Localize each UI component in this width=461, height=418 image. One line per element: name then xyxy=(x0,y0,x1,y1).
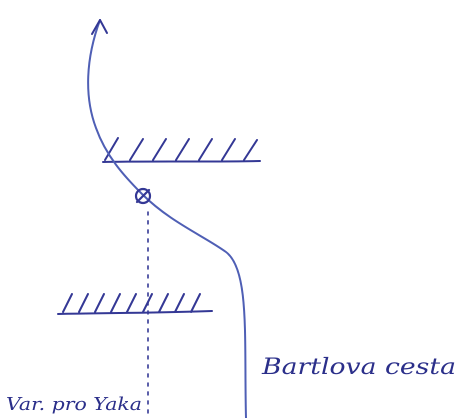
path-label: Bartlova cesta xyxy=(261,355,456,380)
upper-barrier xyxy=(102,137,261,163)
circled-x-icon xyxy=(134,187,152,205)
lower-barrier xyxy=(57,293,213,315)
bartlova-path-curve xyxy=(87,19,247,418)
upper-barrier-line xyxy=(102,160,261,163)
upper-barrier-hatching xyxy=(104,137,258,161)
variant-label: Var. pro Yaka xyxy=(6,394,142,415)
arrowhead-icon xyxy=(91,19,108,35)
lower-barrier-line xyxy=(57,310,213,315)
lower-barrier-hatching xyxy=(62,293,201,313)
